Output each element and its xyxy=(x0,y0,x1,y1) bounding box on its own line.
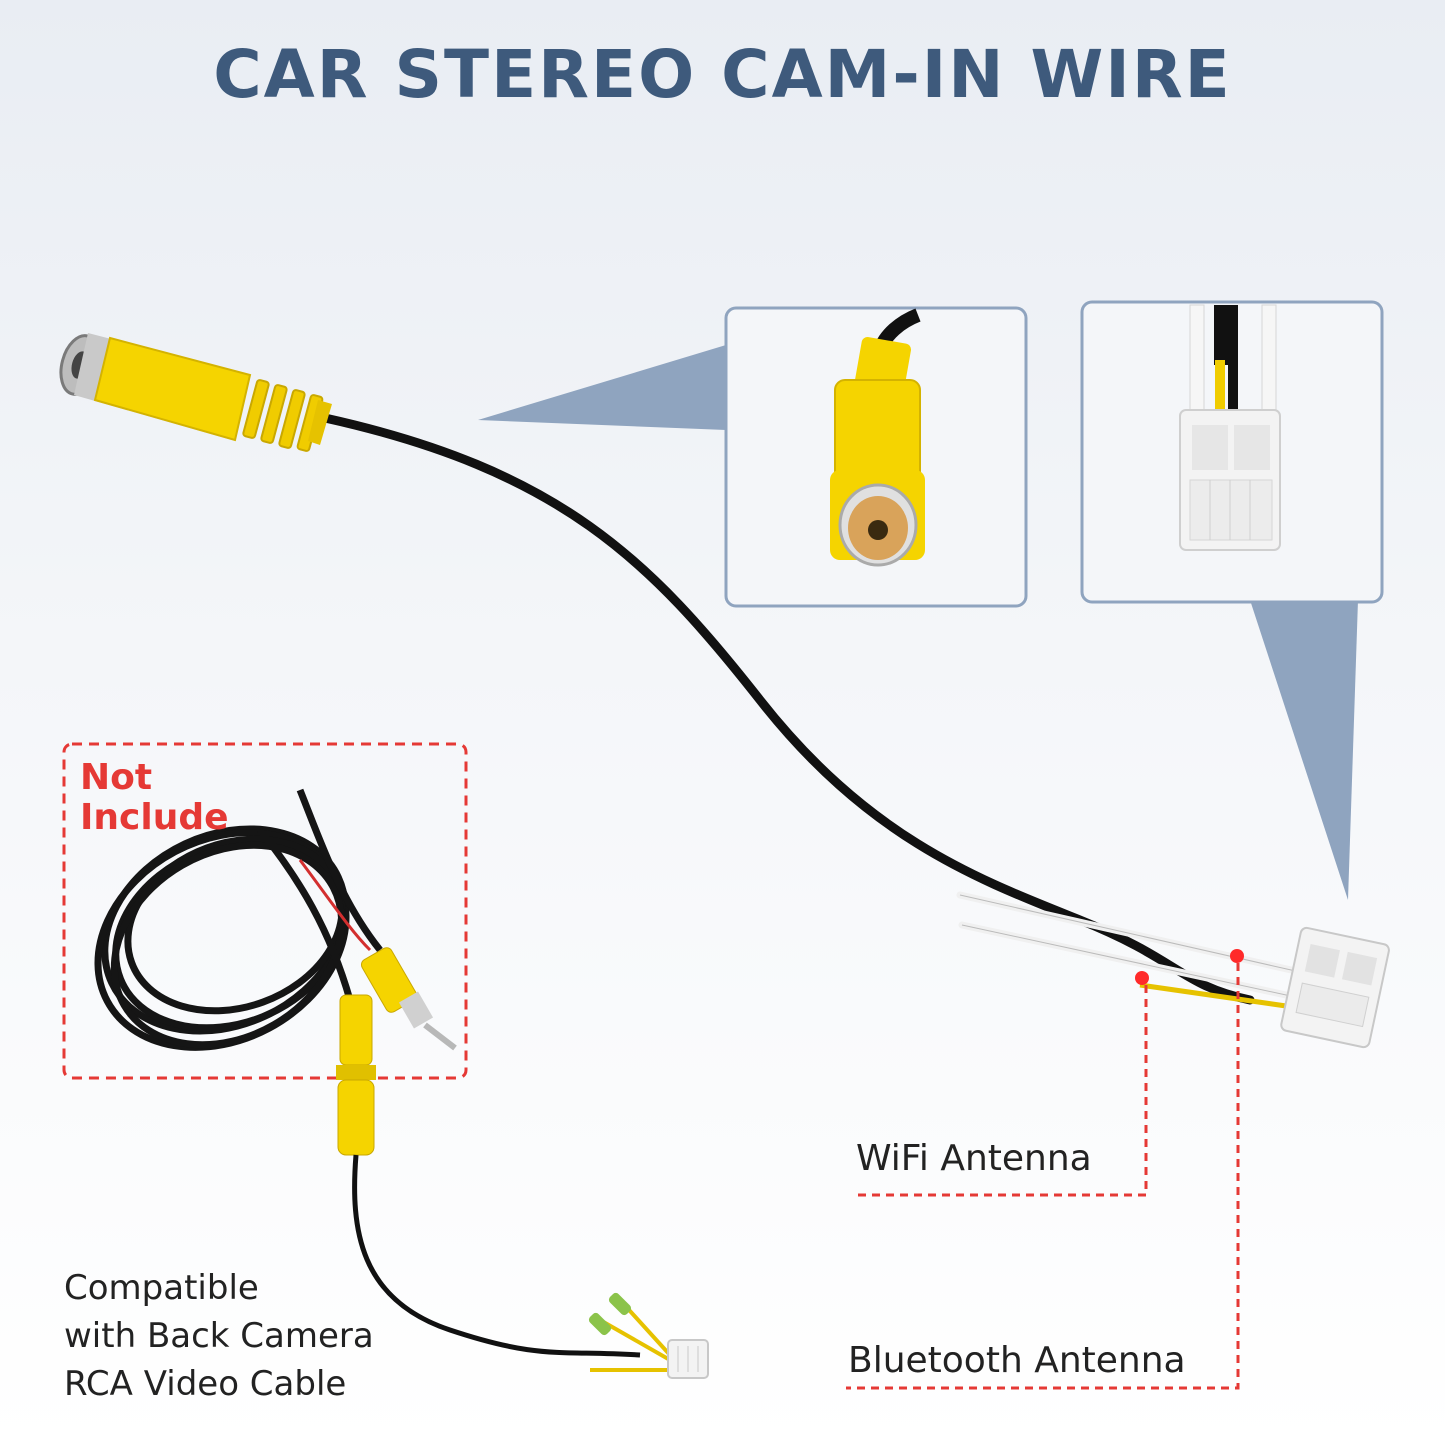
compatible-line-2: with Back Camera xyxy=(64,1316,374,1356)
compatible-line-1: Compatible xyxy=(64,1268,259,1308)
not-include-label: Not Include xyxy=(80,758,229,838)
rca-female-connector xyxy=(59,333,332,452)
white-plug-connector xyxy=(1280,926,1390,1049)
rca-female-inline-connector xyxy=(336,994,641,1358)
callout-box-plug-closeup xyxy=(1080,300,1384,604)
coiled-rca-cable xyxy=(94,788,383,1051)
compatible-line-3: RCA Video Cable xyxy=(64,1364,347,1404)
callout-box-rca-closeup xyxy=(724,306,1028,608)
bluetooth-leader-line xyxy=(846,963,1240,1390)
compatible-note: Compatible with Back Camera RCA Video Ca… xyxy=(64,1264,374,1408)
page-title: CAR STEREO CAM-IN WIRE xyxy=(213,36,1232,113)
main-cable xyxy=(320,413,1255,1005)
wifi-marker-dot xyxy=(1135,971,1149,985)
not-include-frame xyxy=(62,742,468,1080)
wifi-leader-line xyxy=(858,985,1148,1197)
not-include-line-2: Include xyxy=(80,797,229,838)
small-white-connector xyxy=(588,1292,709,1379)
callout-pointer-plug xyxy=(1250,600,1358,900)
not-include-line-1: Not xyxy=(80,757,153,798)
rca-male-plug-1 xyxy=(360,947,457,1051)
wifi-antenna-label: WiFi Antenna xyxy=(856,1138,1092,1179)
bluetooth-antenna-label: Bluetooth Antenna xyxy=(848,1340,1186,1381)
bluetooth-marker-dot xyxy=(1230,949,1244,963)
callout-pointer-rca xyxy=(478,345,726,430)
signal-wire-yellow xyxy=(1139,982,1301,1011)
